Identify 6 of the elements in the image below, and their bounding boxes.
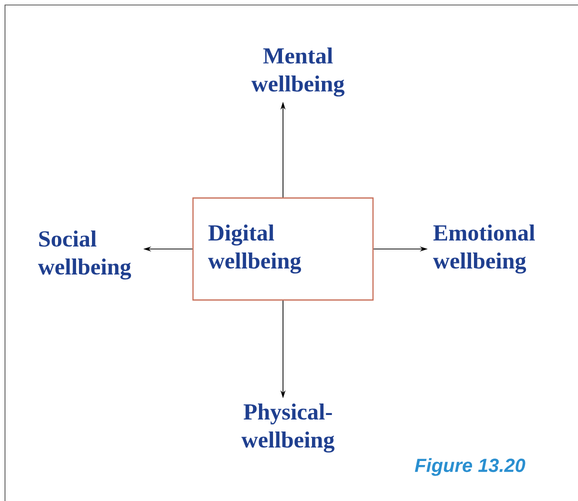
figure-caption: Figure 13.20: [414, 458, 526, 476]
node-label: Social wellbeing: [38, 230, 132, 280]
node-label: Mental wellbeing: [251, 47, 344, 97]
node-label: Physical- wellbeing: [241, 403, 334, 453]
node-label: Emotional wellbeing: [433, 224, 535, 274]
process-box: Digital wellbeing: [192, 197, 374, 301]
